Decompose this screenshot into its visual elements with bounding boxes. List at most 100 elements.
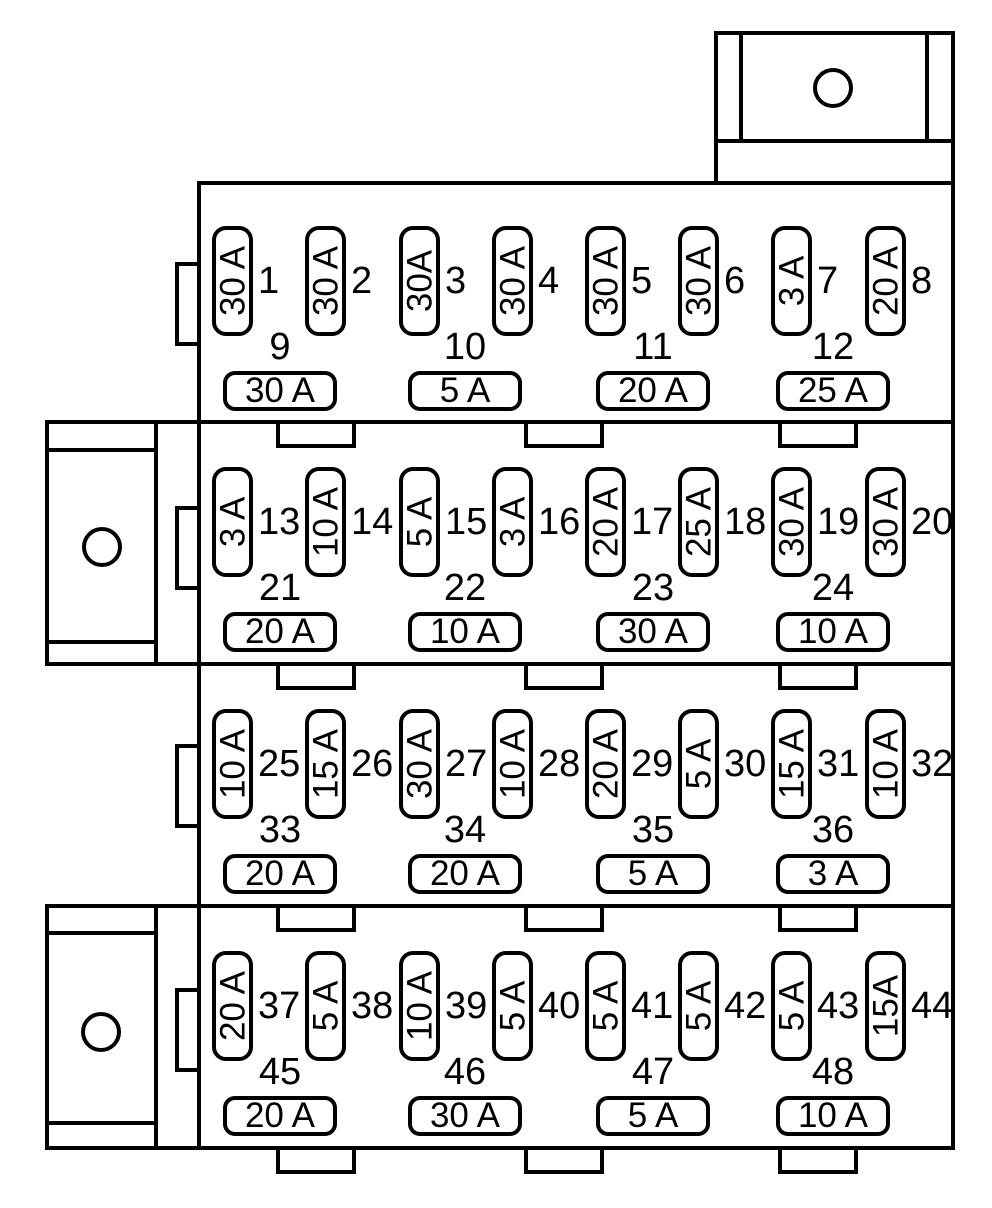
vertical-fuse: 30 A	[492, 226, 533, 336]
fuse-amperage: 30 A	[493, 245, 532, 317]
fuse-number: 46	[443, 1051, 487, 1093]
section-divider-2	[199, 662, 953, 666]
fuse-number: 44	[911, 984, 954, 1027]
section-divider-3	[199, 904, 953, 908]
top-connector-inner-line-left	[739, 35, 743, 139]
vertical-fuse: 5 A	[399, 467, 440, 577]
fuse-number: 8	[911, 259, 933, 302]
fuse-amperage: 5 A	[400, 496, 439, 548]
fuse-number: 22	[443, 567, 487, 609]
fuse-number: 31	[817, 742, 860, 785]
fuse-number: 27	[445, 742, 488, 785]
horizontal-fuse: 30 A	[596, 612, 710, 652]
vertical-fuse: 30 A	[305, 226, 346, 336]
vertical-fuse: 5 A	[678, 709, 719, 819]
fuse-amperage: 15 A	[772, 728, 811, 800]
fuse-amperage: 10 A	[866, 728, 905, 800]
fuse-amperage: 20 A	[586, 486, 625, 558]
vertical-fuse: 10 A	[399, 951, 440, 1061]
vertical-fuse: 10 A	[865, 709, 906, 819]
vertical-fuse: 10 A	[305, 467, 346, 577]
vertical-fuse: 30 A	[399, 709, 440, 819]
left-connector-upper	[45, 420, 201, 666]
left-connector-lower-neck-line	[154, 904, 158, 1150]
vertical-fuse: 5 A	[771, 951, 812, 1061]
vertical-fuse: 3 A	[212, 467, 253, 577]
left-connector-lower	[45, 904, 201, 1150]
fuse-number: 10	[443, 326, 487, 368]
fuse-number: 1	[258, 259, 280, 302]
fuse-number: 17	[631, 500, 674, 543]
fuse-number: 2	[351, 259, 373, 302]
bottom-edge-tab	[276, 906, 356, 932]
fuse-number: 47	[631, 1051, 675, 1093]
fuse-number: 33	[258, 809, 302, 851]
fuse-number: 23	[631, 567, 675, 609]
fuse-amperage: 5 A	[493, 980, 532, 1032]
left-edge-tab-section-1	[175, 262, 201, 346]
horizontal-fuse: 30 A	[223, 371, 337, 411]
fuse-number: 18	[724, 500, 767, 543]
section-divider-1	[199, 420, 953, 424]
fuse-number: 3	[445, 259, 467, 302]
horizontal-fuse: 30 A	[408, 1096, 522, 1136]
horizontal-fuse: 5 A	[596, 1096, 710, 1136]
fuse-number: 37	[258, 984, 301, 1027]
left-connector-lower-mounting-hole	[81, 1012, 121, 1052]
fuse-amperage: 30 A	[866, 486, 905, 558]
bottom-edge-tab	[778, 906, 858, 932]
fuse-amperage: 5 A	[586, 980, 625, 1032]
vertical-fuse: 20 A	[585, 709, 626, 819]
fuse-amperage: 15A	[866, 974, 905, 1038]
fuse-amperage: 3 A	[493, 496, 532, 548]
left-connector-upper-mounting-hole	[82, 527, 122, 567]
left-edge-tab-section-2	[175, 506, 201, 590]
fuse-amperage: 5 A	[679, 738, 718, 790]
vertical-fuse: 30 A	[678, 226, 719, 336]
horizontal-fuse: 10 A	[776, 1096, 890, 1136]
fuse-number: 36	[811, 809, 855, 851]
fuse-number: 6	[724, 259, 746, 302]
fuse-amperage: 10 A	[493, 728, 532, 800]
fuse-amperage: 30 A	[306, 245, 345, 317]
fuse-amperage: 20 A	[866, 245, 905, 317]
horizontal-fuse: 25 A	[776, 371, 890, 411]
bottom-edge-tab	[524, 1148, 604, 1174]
vertical-fuse: 10 A	[212, 709, 253, 819]
vertical-fuse: 30 A	[865, 467, 906, 577]
fuse-number: 43	[817, 984, 860, 1027]
fuse-amperage: 3 A	[772, 255, 811, 307]
vertical-fuse: 3 A	[492, 467, 533, 577]
top-connector-inner-line-right	[925, 35, 929, 139]
fuse-number: 7	[817, 259, 839, 302]
fuse-amperage: 30 A	[679, 245, 718, 317]
bottom-edge-tab	[276, 1148, 356, 1174]
vertical-fuse: 15A	[865, 951, 906, 1061]
left-connector-lower-line-top	[45, 931, 158, 935]
fuse-number: 15	[445, 500, 488, 543]
fuse-number: 30	[724, 742, 767, 785]
vertical-fuse: 15 A	[305, 709, 346, 819]
horizontal-fuse: 10 A	[408, 612, 522, 652]
bottom-edge-tab	[276, 664, 356, 690]
vertical-fuse: 30 A	[771, 467, 812, 577]
fuse-number: 4	[538, 259, 560, 302]
fuse-number: 34	[443, 809, 487, 851]
fuse-number: 32	[911, 742, 954, 785]
fuse-number: 25	[258, 742, 301, 785]
fuse-amperage: 30 A	[213, 245, 252, 317]
left-connector-lower-line-bottom	[45, 1121, 158, 1125]
fuse-number: 26	[351, 742, 394, 785]
fuse-amperage: 10 A	[213, 728, 252, 800]
vertical-fuse: 5 A	[305, 951, 346, 1061]
fuse-amperage: 25 A	[679, 486, 718, 558]
top-connector-inner-line-bottom	[714, 139, 955, 143]
bottom-edge-tab	[524, 422, 604, 448]
fuse-number: 41	[631, 984, 674, 1027]
vertical-fuse: 20 A	[585, 467, 626, 577]
horizontal-fuse: 3 A	[776, 854, 890, 894]
fuse-amperage: 5 A	[772, 980, 811, 1032]
fuse-number: 20	[911, 500, 954, 543]
fuse-amperage: 20 A	[586, 728, 625, 800]
